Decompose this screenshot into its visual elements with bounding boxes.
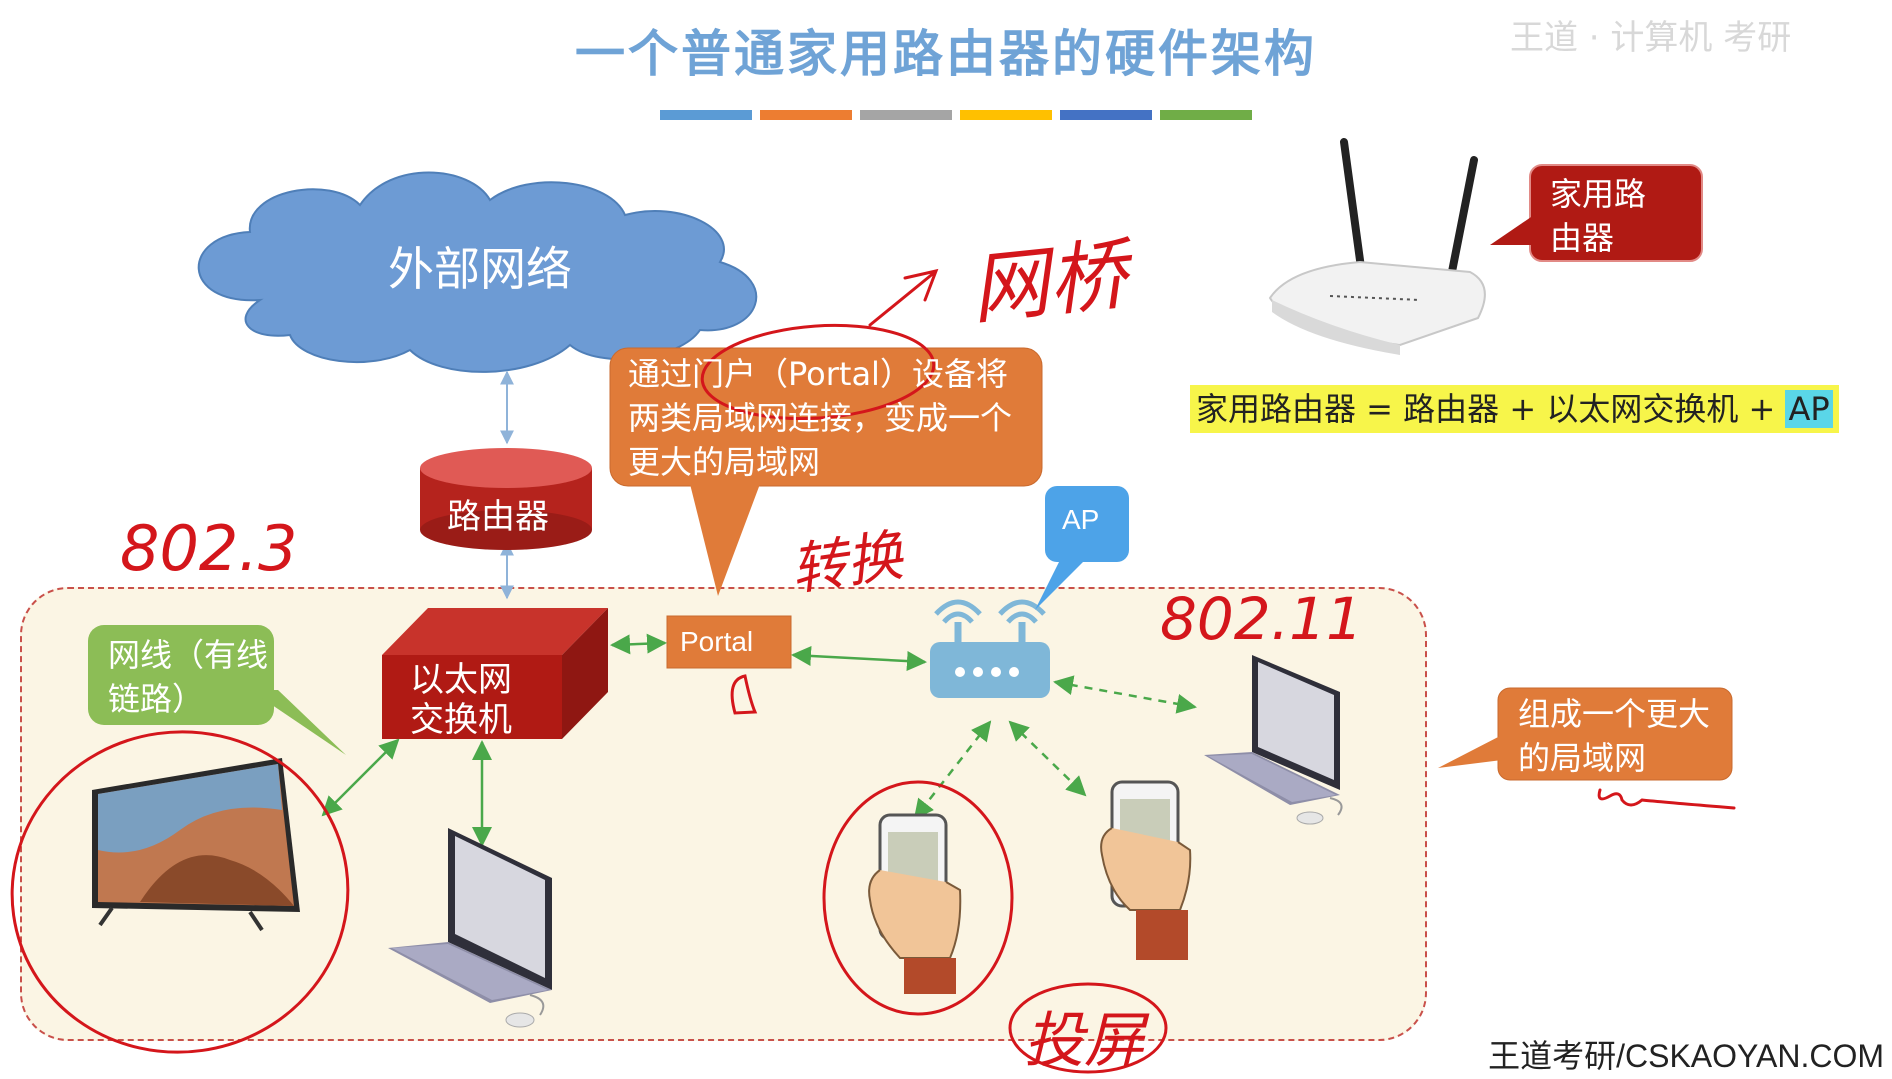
wireless-laptop-image [1204, 655, 1343, 825]
wired-link-callout-text: 网线（有线链路） [108, 636, 269, 718]
handwritten-touping: 投屏 [1024, 1006, 1144, 1076]
color-bar-dark-blue [1060, 110, 1152, 120]
arrow-to-wangqiao [868, 268, 939, 327]
bigger-lan-underline [1597, 788, 1736, 810]
portal-triangle-annotation [730, 674, 758, 715]
ethernet-switch-box [382, 608, 608, 739]
external-network-cloud [197, 171, 758, 373]
handwritten-zhuanhuan: 转换 [786, 523, 907, 604]
router-label: 路由器 [447, 497, 549, 537]
handwritten-80211: 802.11 [1160, 585, 1363, 653]
tv-circle-annotation [10, 730, 350, 1054]
router-cylinder [420, 448, 592, 550]
switch-label: 以太网交换机 [410, 660, 512, 740]
color-bar-gray [860, 110, 952, 120]
formula-ap: AP [1785, 390, 1833, 428]
handwritten-8023: 802.3 [120, 512, 298, 585]
bigger-lan-callout-bubble [1438, 687, 1733, 781]
phone-circle-annotation [822, 780, 1014, 1016]
touping-circle-annotation [1008, 982, 1168, 1074]
ap-callout-bubble [1035, 486, 1129, 610]
portal-circle-annotation [700, 323, 936, 421]
portal-callout-text: 通过门户（Portal）设备将两类局域网连接，变成一个更大的局域网 [628, 355, 1013, 481]
bigger-lan-callout-text: 组成一个更大的局域网 [1518, 695, 1711, 777]
home-router-callout-text: 家用路由器 [1550, 175, 1647, 257]
formula-main: 家用路由器 = 路由器 + 以太网交换机 + [1196, 390, 1786, 428]
wifi-link-laptop [1053, 675, 1197, 714]
home-router-image [1268, 138, 1486, 355]
title-color-bars [660, 110, 1252, 120]
phone-right-image [1100, 780, 1192, 960]
wifi-link-phone1 [913, 720, 992, 820]
wifi-link-phone2 [1008, 720, 1087, 797]
wireless-ap-icon [930, 599, 1050, 698]
color-bar-yellow [960, 110, 1052, 120]
wired-laptop-image [388, 828, 552, 1028]
handwritten-annotations [10, 268, 1736, 1074]
footer-watermark: 王道考研/CSKAOYAN.COM [1488, 1038, 1884, 1074]
color-bar-green [1160, 110, 1252, 120]
color-bar-blue [660, 110, 752, 120]
link-switch-tv [321, 738, 400, 817]
color-bar-orange [760, 110, 852, 120]
formula-text: 家用路由器 = 路由器 + 以太网交换机 + AP [1190, 385, 1839, 433]
ap-callout-label: AP [1062, 504, 1100, 535]
wired-link-callout-bubble [88, 625, 346, 755]
handwritten-wangqiao: 网桥 [966, 230, 1132, 336]
portal-label: Portal [680, 626, 754, 657]
home-router-callout-bubble [1490, 164, 1703, 262]
page-title: 一个普通家用路由器的硬件架构 [575, 25, 1317, 83]
cloud-label: 外部网络 [388, 242, 572, 296]
link-portal-ap [791, 645, 927, 672]
portal-box [666, 615, 792, 669]
phone-left-image [868, 813, 962, 994]
tv-image [92, 758, 300, 932]
link-switch-portal [610, 633, 667, 655]
top-watermark: 王道 · 计算机 考研 [1510, 18, 1792, 58]
